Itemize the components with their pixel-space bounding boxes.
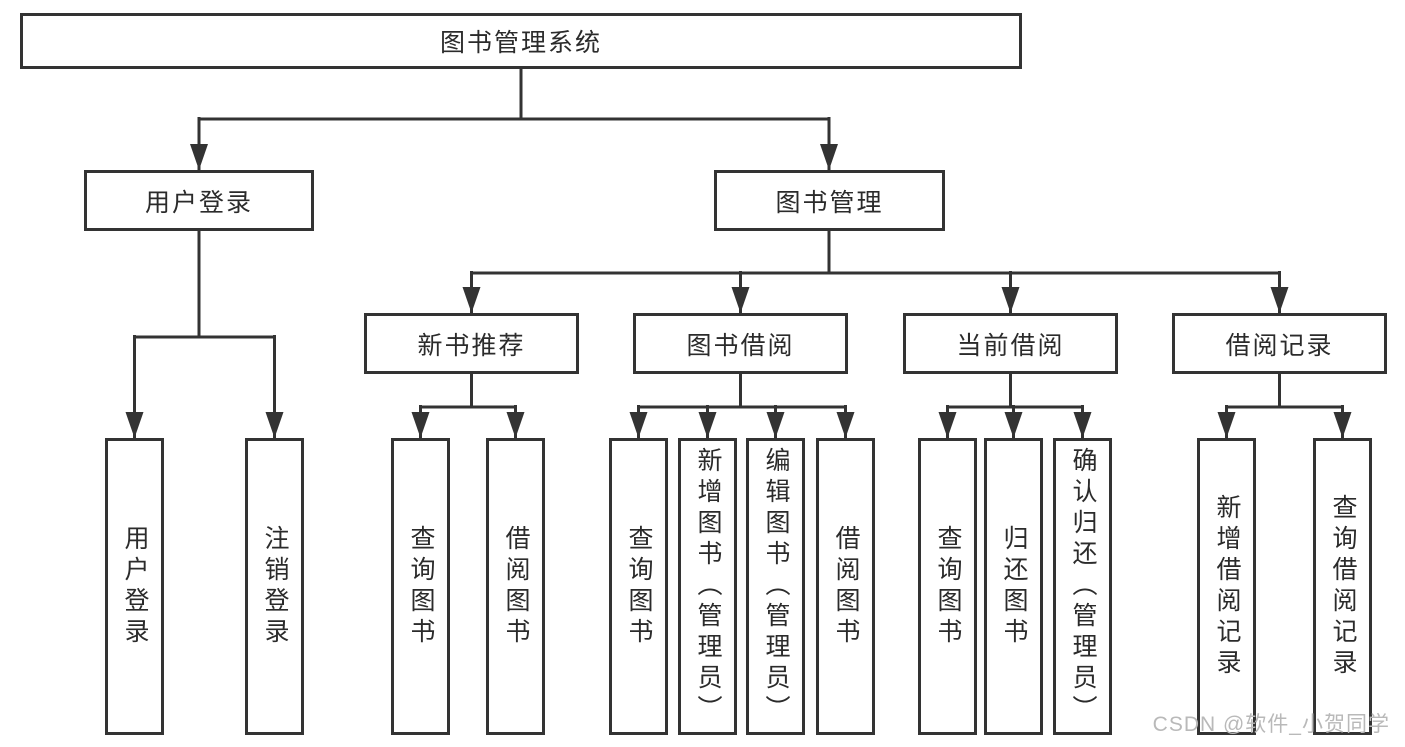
connector-records-to-leaves — [1217, 374, 1352, 438]
connector-bookmgmt-to-level3 — [462, 231, 1289, 313]
node-label: 借阅图书 — [832, 524, 860, 649]
leaf-confirm-return-admin: 确认归还（管理员） — [1053, 438, 1112, 735]
connector-newbook-to-leaves — [411, 374, 525, 438]
connector-userlogin-to-leaves — [125, 231, 284, 438]
leaf-borrow-book: 借阅图书 — [816, 438, 875, 735]
node-new-book-recommend: 新书推荐 — [364, 313, 579, 374]
node-label: 查询图书 — [407, 524, 435, 649]
node-root-system: 图书管理系统 — [20, 13, 1022, 69]
node-label: 用户登录 — [121, 524, 149, 649]
node-label: 归还图书 — [1000, 524, 1028, 649]
node-label: 图书借阅 — [686, 331, 795, 360]
connector-root-to-level2 — [190, 68, 838, 170]
connector-current-to-leaves — [938, 374, 1092, 438]
node-label: 新增借阅记录 — [1213, 493, 1241, 680]
connector-borrow-to-leaves — [629, 374, 855, 438]
leaf-edit-book-admin: 编辑图书（管理员） — [746, 438, 805, 735]
csdn-watermark: CSDN @软件_小贺同学 — [1152, 713, 1390, 736]
leaf-borrow-book-recommend: 借阅图书 — [486, 438, 545, 735]
node-label: 借阅图书 — [502, 524, 530, 649]
leaf-return-book: 归还图书 — [984, 438, 1043, 735]
node-label: 确认归还（管理员） — [1069, 447, 1097, 726]
node-label: 借阅记录 — [1225, 331, 1334, 360]
leaf-add-book-admin: 新增图书（管理员） — [678, 438, 737, 735]
node-label: 图书管理 — [775, 188, 884, 217]
leaf-query-book-borrow: 查询图书 — [609, 438, 668, 735]
node-label: 当前借阅 — [956, 331, 1065, 360]
leaf-user-login: 用户登录 — [105, 438, 164, 735]
node-label: 编辑图书（管理员） — [762, 447, 790, 726]
node-user-login: 用户登录 — [84, 170, 314, 231]
node-label: 图书管理系统 — [439, 29, 602, 57]
node-label: 新增图书（管理员） — [694, 447, 722, 726]
node-current-borrow: 当前借阅 — [903, 313, 1118, 374]
leaf-query-borrow-record: 查询借阅记录 — [1313, 438, 1372, 735]
leaf-logout: 注销登录 — [245, 438, 304, 735]
node-label: 注销登录 — [261, 524, 289, 649]
node-label: 查询图书 — [625, 524, 653, 649]
node-label: 用户登录 — [144, 188, 253, 217]
node-label: 查询图书 — [934, 524, 962, 649]
node-label: 新书推荐 — [417, 331, 526, 360]
node-label: 查询借阅记录 — [1329, 493, 1357, 680]
node-book-borrow: 图书借阅 — [633, 313, 848, 374]
leaf-add-borrow-record: 新增借阅记录 — [1197, 438, 1256, 735]
leaf-query-book-recommend: 查询图书 — [391, 438, 450, 735]
node-book-management: 图书管理 — [714, 170, 945, 231]
node-borrow-records: 借阅记录 — [1172, 313, 1387, 374]
leaf-query-book-current: 查询图书 — [918, 438, 977, 735]
